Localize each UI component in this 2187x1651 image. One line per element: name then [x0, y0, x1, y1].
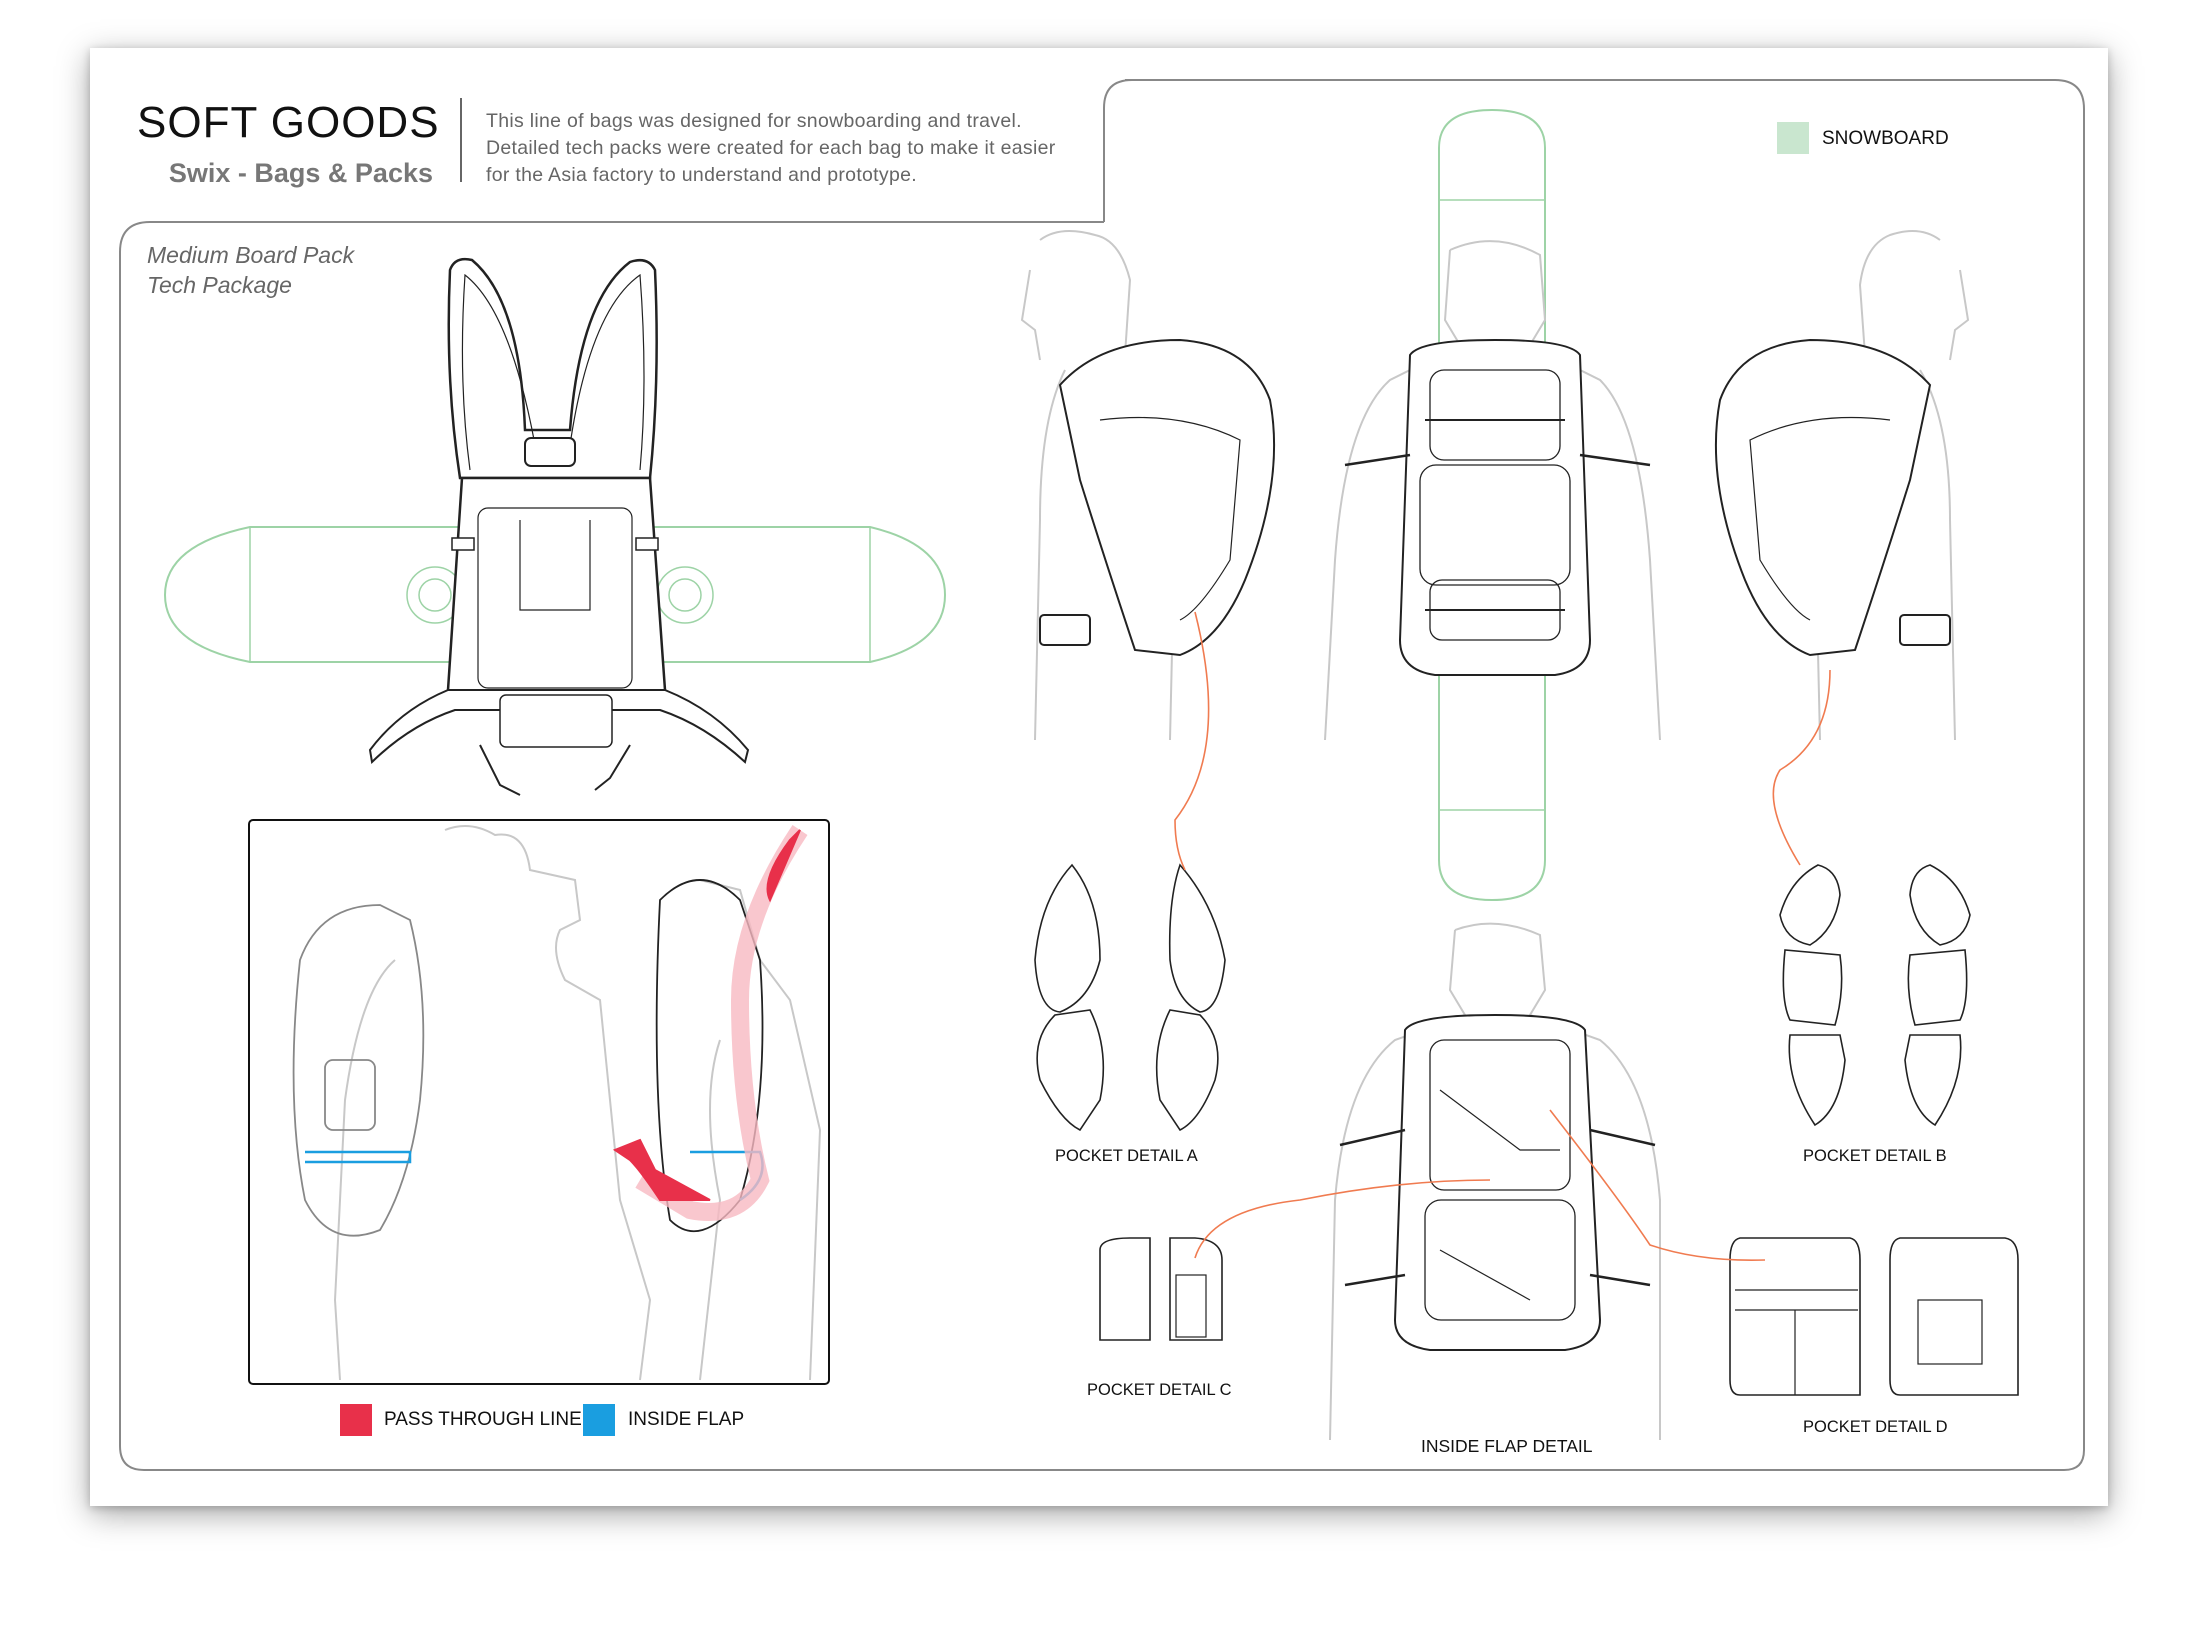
inside-flap-legend-swatch: [583, 1404, 615, 1436]
back-view-pack: [1344, 338, 1651, 676]
pass-through-arrow-icon: [612, 829, 801, 1201]
snowboard-vertical-icon: [1438, 108, 1546, 902]
header-divider: [460, 98, 462, 182]
pocket-detail-d-drawing: [1729, 1237, 2019, 1396]
pass-through-legend-swatch: [340, 1404, 372, 1436]
pocket-detail-b-drawing: [1779, 864, 1971, 1127]
caption-inside-flap-detail: INSIDE FLAP DETAIL: [1421, 1436, 1593, 1456]
side-view-pack-left: [1039, 338, 1276, 657]
caption-pocket-c: POCKET DETAIL C: [1087, 1381, 1232, 1399]
intro-line-1: This line of bags was designed for snowb…: [486, 110, 1022, 132]
shoulder-straps-icon: [447, 257, 658, 480]
pocket-detail-c-drawing: [1099, 1237, 1223, 1341]
left-panel-frame: [119, 221, 2064, 1471]
caption-pocket-b: POCKET DETAIL B: [1803, 1147, 1947, 1165]
intro-text: This line of bags was designed for snowb…: [486, 108, 1086, 189]
side-view-pack-right: [1714, 338, 1951, 657]
snowboard-legend-swatch: [1777, 122, 1809, 154]
model-figures: [1020, 230, 1970, 1441]
intro-line-2: Detailed tech packs were created for eac…: [486, 137, 1056, 159]
inset-figures: [333, 825, 822, 1381]
callout-lines: [1174, 611, 1831, 1262]
snowboard-legend-label: SNOWBOARD: [1822, 128, 1949, 149]
pass-through-legend-label: PASS THROUGH LINE: [384, 1409, 582, 1430]
inside-flap-legend-label: INSIDE FLAP: [628, 1409, 745, 1430]
page-subtitle: Swix - Bags & Packs: [168, 158, 433, 188]
left-panel-label: Medium Board Pack Tech Package: [147, 240, 354, 300]
waist-belt-icon: [368, 689, 750, 765]
caption-pocket-a: POCKET DETAIL A: [1055, 1147, 1198, 1165]
pocket-detail-a-drawing: [1034, 863, 1226, 1132]
pass-through-arrow-curve: [635, 825, 808, 1221]
caption-pocket-d: POCKET DETAIL D: [1803, 1418, 1948, 1436]
board-pack-flat-drawing: [163, 257, 947, 796]
left-panel-label-line-1: Medium Board Pack: [147, 242, 355, 268]
intro-line-3: for the Asia factory to understand and p…: [486, 164, 917, 186]
right-panel-frame: [1125, 79, 2085, 1471]
inside-flap-pack: [1339, 1013, 1656, 1351]
left-panel-label-line-2: Tech Package: [147, 272, 292, 298]
page-title: SOFT GOODS: [137, 98, 440, 147]
